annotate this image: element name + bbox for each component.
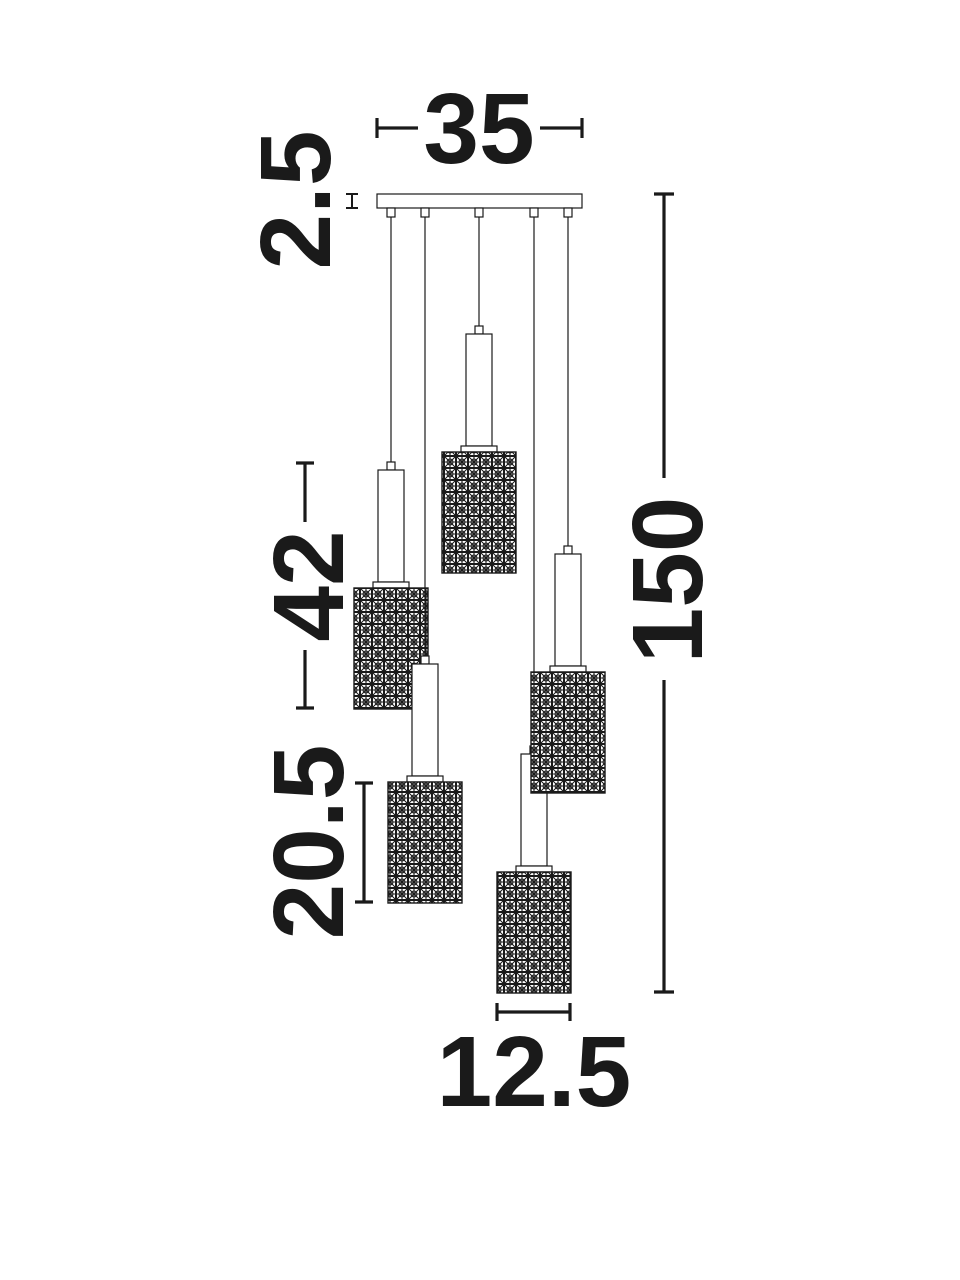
canopy-width-dimension: 35	[375, 73, 584, 185]
shade-tube-height-dimension: 42	[253, 461, 365, 710]
canopy-height-dimension: 2.5	[240, 130, 358, 270]
shade-height-dimension: 20.5	[253, 745, 373, 940]
shade-width-label: 12.5	[437, 1016, 632, 1128]
pendant-shade	[530, 671, 606, 794]
total-height-dimension: 150	[612, 192, 724, 994]
pendant	[353, 207, 429, 710]
pendant	[441, 207, 517, 574]
pendant-shade	[496, 871, 572, 994]
pendant-group	[353, 207, 606, 994]
pendant-shade	[441, 451, 517, 574]
pendant	[530, 207, 606, 794]
shade-width-dimension: 12.5	[437, 1003, 632, 1128]
total-height-label: 150	[612, 497, 724, 664]
shade-tube-height-label: 42	[253, 530, 365, 641]
canopy-width-label: 35	[423, 73, 534, 185]
pendant-shade	[387, 781, 463, 904]
canopy-height-label: 2.5	[240, 130, 352, 269]
pendant	[387, 207, 463, 904]
canopy	[376, 193, 583, 209]
shade-height-label: 20.5	[253, 745, 365, 940]
